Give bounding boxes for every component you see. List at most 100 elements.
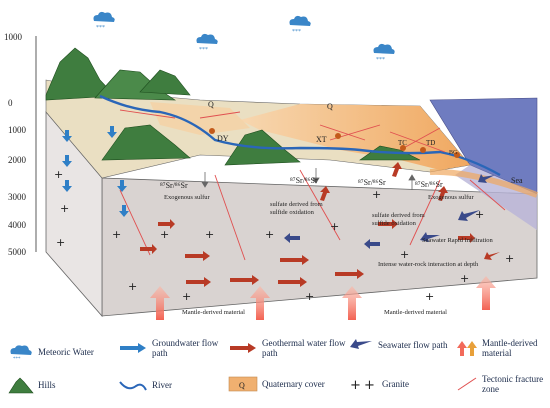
mantle-arrows: [150, 276, 496, 320]
geothermal-arrow: [158, 219, 175, 229]
groundwater-arrow: [119, 205, 129, 217]
legend-label-tectonic: Tectonic fracture zone: [482, 374, 544, 394]
place-label-sea: Sea: [511, 176, 523, 185]
seawater-arrow: [420, 232, 440, 242]
svg-text:+: +: [54, 168, 63, 181]
geothermal-arrow: [186, 277, 211, 287]
mantle-material-label: Mantle-derived material: [384, 309, 447, 316]
legend-item-river: River: [118, 378, 218, 392]
place-label-q2: Q: [327, 102, 333, 111]
depth-tick-5000: 5000: [8, 247, 27, 257]
seawater-arrow: [364, 239, 380, 249]
legend-item-geothermal: Geothermal water flow path: [228, 338, 348, 358]
depth-tick-2000: 2000: [8, 155, 27, 165]
groundwater-arrow-icon: [120, 343, 146, 353]
sulfide-oxidation-label: sulfate derived from: [270, 201, 323, 208]
groundwater-arrow: [117, 180, 127, 192]
depth-tick-1000: 1000: [8, 125, 27, 135]
seawater-wedge: [455, 165, 537, 230]
cloud-icon: ***: [10, 345, 32, 360]
sr-ratio-label: ⁸⁷Sr/⁸⁶Sr: [160, 181, 188, 190]
mantle-arrow: [150, 286, 170, 320]
groundwater-arrows: [62, 126, 129, 217]
svg-text:+: +: [60, 202, 69, 215]
geothermal-arrow: [484, 252, 500, 260]
geothermal-arrow: [378, 219, 398, 229]
groundwater-arrow: [62, 155, 72, 167]
legend-item-quaternary: Q Quaternary cover: [228, 376, 348, 392]
cloud-icon: ***: [196, 33, 218, 53]
seawater-infiltration-label: Seawater Rapid Infiltration: [422, 237, 494, 244]
cloud-icon: ***: [373, 43, 395, 63]
svg-text:+: +: [400, 248, 409, 261]
legend-item-mantle: Mantle-derived material: [456, 338, 548, 358]
svg-text:+: +: [364, 378, 375, 392]
svg-text:***: ***: [376, 57, 385, 63]
svg-text:+: +: [265, 228, 274, 241]
svg-text:***: ***: [96, 25, 105, 31]
exogenous-sulfur-label: Exogenous sulfur: [428, 194, 475, 201]
svg-text:+: +: [56, 236, 65, 249]
tectonic-fractures: [119, 109, 506, 261]
place-label-dy: DY: [217, 134, 229, 143]
groundwater-arrow: [107, 126, 117, 138]
groundwater-arrow: [62, 180, 72, 192]
legend-label-granite: Granite: [382, 379, 409, 389]
block-diagram: Q Q DY XT TC TD BG Sea +++ +++ +++ +++ +…: [45, 47, 539, 320]
hill-icon: [8, 377, 34, 394]
cloud-icon: ***: [289, 15, 311, 35]
geothermal-arrow: [278, 277, 307, 287]
geothermal-arrow: [185, 251, 210, 261]
svg-text:+: +: [350, 378, 361, 392]
geothermal-arrow: [140, 244, 157, 254]
sr-ratio-label: ⁸⁷Sr/⁸⁶Sr: [415, 180, 443, 189]
svg-text:+: +: [330, 220, 339, 233]
legend-item-groundwater: Groundwater flow path: [118, 338, 228, 358]
place-label-bg: BG: [449, 150, 458, 156]
cloud-icon: ***: [93, 11, 115, 31]
svg-text:+: +: [505, 252, 514, 265]
seawater-arrows: [284, 174, 495, 249]
geothermal-arrow-icon: [230, 343, 256, 353]
site-marker-dy: [209, 128, 215, 134]
site-marker-bg: [454, 152, 460, 158]
granite-icon: ++: [350, 378, 375, 392]
quaternary-cover-west: [150, 102, 250, 135]
groundwater-arrow: [62, 130, 72, 142]
sulfide-oxidation-label: sulfide oxidation: [372, 220, 417, 227]
place-label-q1: Q: [208, 100, 214, 109]
legend: *** Meteoric Water Groundwater flow path…: [0, 326, 550, 408]
site-marker-xt: [335, 133, 341, 139]
legend-label-meteoric: Meteoric Water: [38, 347, 94, 357]
legend-item-tectonic: Tectonic fracture zone: [456, 374, 548, 394]
svg-text:+: +: [460, 272, 469, 285]
elevation-tick-label: 1000: [4, 32, 23, 42]
exogenous-sulfur-label: Exogenous sulfur: [164, 194, 211, 201]
legend-item-meteoric: *** Meteoric Water: [8, 344, 108, 360]
quaternary-symbol: Q: [239, 381, 245, 390]
geothermal-arrow: [458, 233, 475, 243]
quaternary-swatch-icon: Q: [228, 376, 258, 392]
seawater-arrow: [478, 174, 495, 183]
sr-indicator-arrows: [201, 168, 416, 190]
seawater-arrow: [284, 233, 300, 243]
site-marker-td: [420, 147, 426, 153]
legend-item-granite: ++ Granite: [348, 376, 448, 392]
legend-label-groundwater: Groundwater flow path: [152, 338, 219, 358]
place-label-td: TD: [426, 139, 435, 147]
svg-text:+: +: [182, 290, 191, 303]
legend-label-hills: Hills: [38, 380, 56, 390]
site-marker-tc: [400, 145, 406, 151]
hill-icon: [45, 47, 116, 101]
legend-label-seawater: Seawater flow path: [378, 340, 448, 350]
sea-shore-band: [429, 168, 539, 198]
svg-text:+: +: [205, 228, 214, 241]
geothermal-arrows: [140, 162, 500, 287]
legend-label-river: River: [152, 380, 172, 390]
sulfide-oxidation-label: sulfide oxidation: [270, 209, 315, 216]
sulfide-oxidation-label: sulfate derived from: [372, 212, 425, 219]
depth-tick-4000: 4000: [8, 220, 27, 230]
svg-text:+: +: [128, 280, 137, 293]
river-icon: [119, 381, 147, 391]
river: [99, 94, 501, 177]
